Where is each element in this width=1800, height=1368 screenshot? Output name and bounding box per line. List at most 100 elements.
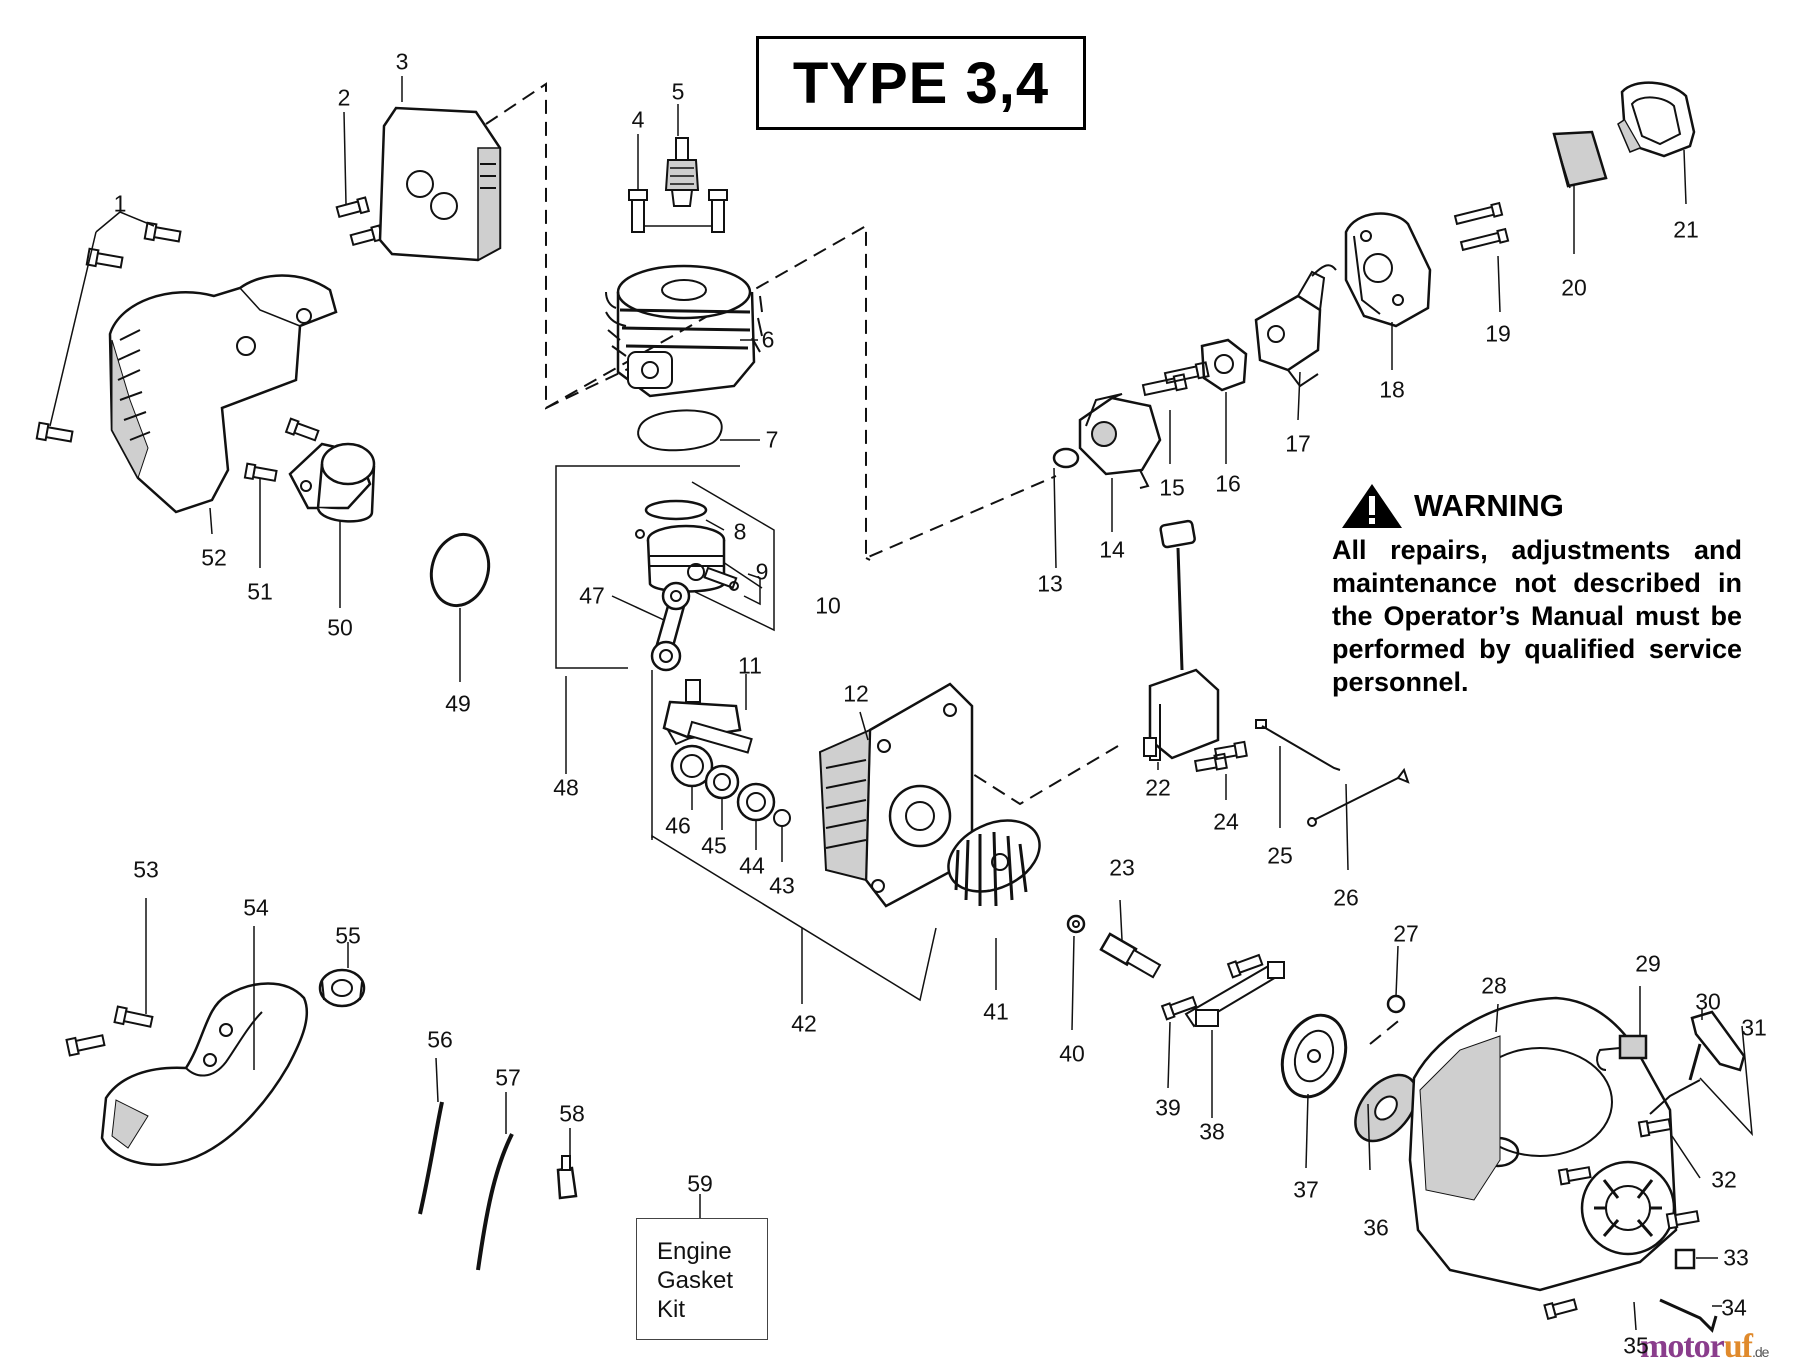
callout-50: 50 bbox=[327, 614, 353, 641]
callout-30: 30 bbox=[1695, 988, 1721, 1015]
callout-18: 18 bbox=[1379, 376, 1405, 403]
circlip-43 bbox=[773, 809, 791, 827]
callout-37: 37 bbox=[1293, 1176, 1319, 1203]
callout-56: 56 bbox=[427, 1026, 453, 1053]
callout-49: 49 bbox=[445, 690, 471, 717]
callout-12: 12 bbox=[843, 680, 869, 707]
ignition-module-22 bbox=[1143, 519, 1220, 761]
callout-42: 42 bbox=[791, 1010, 817, 1037]
nut-33 bbox=[1674, 1248, 1696, 1270]
starter-housing-28 bbox=[1408, 996, 1678, 1292]
callout-27: 27 bbox=[1393, 920, 1419, 947]
bolt-23 bbox=[1099, 932, 1162, 979]
gasket-16 bbox=[1200, 338, 1248, 392]
screws-4 bbox=[628, 189, 728, 233]
callout-46: 46 bbox=[665, 812, 691, 839]
intake-manifold-14 bbox=[1078, 393, 1162, 489]
kit-line-1: Engine bbox=[657, 1238, 732, 1265]
carburetor-17 bbox=[1254, 264, 1337, 388]
callout-59: 59 bbox=[687, 1170, 713, 1197]
callout-43: 43 bbox=[769, 872, 795, 899]
washer-40 bbox=[1066, 914, 1086, 934]
wire-26 bbox=[1307, 767, 1410, 827]
callout-47: 47 bbox=[579, 582, 605, 609]
callout-11: 11 bbox=[738, 652, 762, 679]
watermark-name-a: motor bbox=[1640, 1328, 1725, 1365]
leader-lines bbox=[49, 76, 1753, 1331]
wire-25 bbox=[1255, 719, 1341, 771]
piston-pin-9 bbox=[635, 529, 739, 591]
callout-41: 41 bbox=[983, 998, 1009, 1025]
callout-35: 35 bbox=[1623, 1332, 1649, 1359]
screws-53 bbox=[65, 1005, 154, 1057]
callout-3: 3 bbox=[395, 48, 409, 75]
flywheel-41 bbox=[947, 819, 1041, 907]
callout-34: 34 bbox=[1721, 1294, 1747, 1321]
warning-notice: WARNING All repairs, adjustments and mai… bbox=[1332, 482, 1742, 699]
callout-7: 7 bbox=[765, 426, 779, 453]
kit-line-3: Kit bbox=[657, 1296, 686, 1323]
type-title: TYPE 3,4 bbox=[792, 50, 1050, 116]
gasket-7 bbox=[637, 409, 723, 452]
watermark-name-b: uf bbox=[1723, 1328, 1753, 1365]
warning-triangle-icon bbox=[1342, 484, 1402, 528]
muffler-3 bbox=[378, 106, 502, 262]
piston-ring-8 bbox=[644, 499, 708, 521]
callout-25: 25 bbox=[1267, 842, 1293, 869]
clip-13 bbox=[1052, 447, 1080, 469]
fuel-filter-58 bbox=[556, 1155, 578, 1200]
cylinder-cover-52 bbox=[108, 274, 338, 514]
pulley-37 bbox=[1280, 1013, 1348, 1099]
o-ring-49 bbox=[429, 532, 491, 608]
callout-33: 33 bbox=[1723, 1244, 1749, 1271]
callout-36: 36 bbox=[1363, 1214, 1389, 1241]
spark-plug-5 bbox=[664, 137, 700, 207]
fuel-line-56 bbox=[418, 1101, 444, 1215]
callout-57: 57 bbox=[495, 1064, 521, 1091]
nut-55 bbox=[318, 968, 366, 1008]
warning-heading: WARNING bbox=[1414, 488, 1564, 523]
callout-9: 9 bbox=[755, 558, 769, 585]
callout-20: 20 bbox=[1561, 274, 1587, 301]
starter-handle-30 bbox=[1688, 1010, 1746, 1081]
screws-2 bbox=[335, 196, 385, 247]
air-filter-housing-18 bbox=[1344, 212, 1432, 328]
callout-53: 53 bbox=[133, 856, 159, 883]
nut-27 bbox=[1386, 994, 1406, 1014]
bolts-1 bbox=[35, 221, 182, 443]
callout-14: 14 bbox=[1099, 536, 1125, 563]
bracket-38 bbox=[1184, 961, 1285, 1028]
connecting-rod-47 bbox=[650, 581, 691, 672]
callout-23: 23 bbox=[1109, 854, 1135, 881]
crankcase-12 bbox=[818, 682, 974, 908]
callout-52: 52 bbox=[201, 544, 227, 571]
cylinder-6 bbox=[605, 264, 763, 398]
starter-rope-31 bbox=[1649, 1079, 1701, 1115]
callout-17: 17 bbox=[1285, 430, 1311, 457]
callout-5: 5 bbox=[671, 78, 685, 105]
callout-15: 15 bbox=[1159, 474, 1185, 501]
callout-31: 31 bbox=[1741, 1014, 1767, 1041]
callout-10: 10 bbox=[815, 592, 841, 619]
crankshaft-11 bbox=[662, 679, 753, 754]
callout-24: 24 bbox=[1213, 808, 1239, 835]
starter-pulley-50 bbox=[288, 442, 376, 523]
callout-39: 39 bbox=[1155, 1094, 1181, 1121]
callout-48: 48 bbox=[553, 774, 579, 801]
filter-cover-21 bbox=[1617, 81, 1696, 158]
callout-44: 44 bbox=[739, 852, 765, 879]
clip-34 bbox=[1659, 1298, 1718, 1333]
filter-element-20 bbox=[1552, 130, 1608, 189]
screw-35 bbox=[1543, 1298, 1578, 1321]
callout-54: 54 bbox=[243, 894, 269, 921]
bolts-15 bbox=[1141, 361, 1210, 397]
callout-21: 21 bbox=[1673, 216, 1699, 243]
dashed-guide-lines bbox=[485, 82, 1403, 1045]
piston-10 bbox=[646, 524, 726, 593]
callout-22: 22 bbox=[1145, 774, 1171, 801]
fuel-line-57 bbox=[476, 1133, 514, 1271]
callout-40: 40 bbox=[1059, 1040, 1085, 1067]
callout-19: 19 bbox=[1485, 320, 1511, 347]
